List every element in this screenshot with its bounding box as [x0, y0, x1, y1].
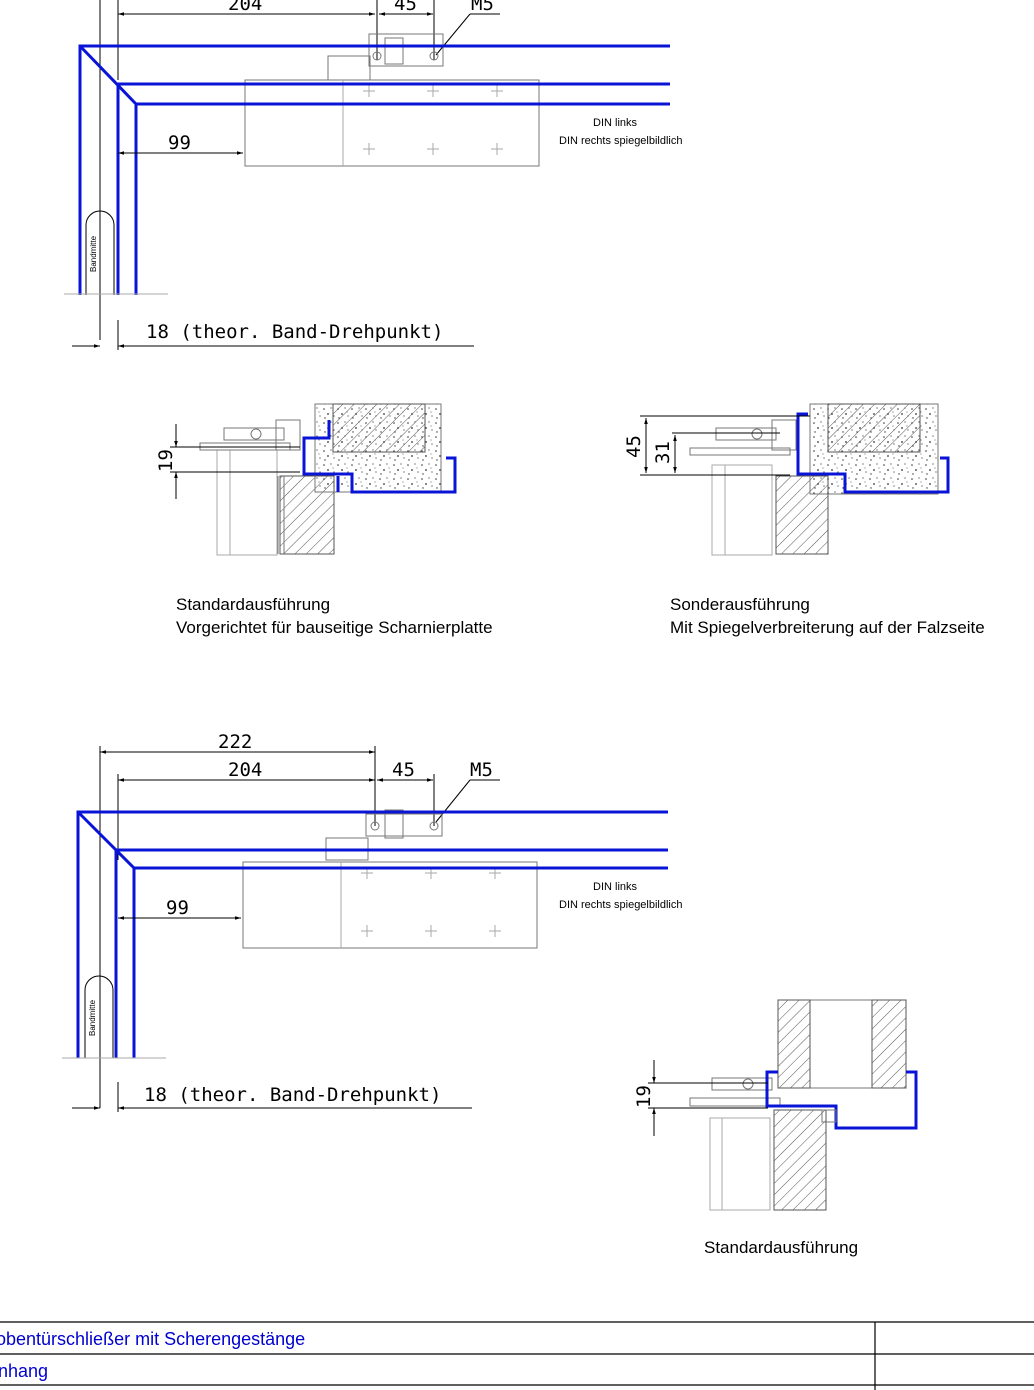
section-view-left: 19 Standardausführung Vorgerichtet für b…: [155, 403, 493, 637]
arm-bracket: [275, 419, 301, 451]
mounting-plate: [368, 33, 444, 67]
wall-section: [773, 1109, 827, 1211]
title-row2: nhang: [0, 1361, 48, 1381]
arm-pin: [742, 1078, 754, 1090]
dim-99-label: 99: [166, 897, 189, 919]
screw-hole: [429, 821, 439, 831]
thread-leader: [435, 13, 471, 56]
frame-miter-line: [78, 44, 138, 106]
closer-body: [242, 861, 538, 949]
hinge-outline: [84, 975, 114, 1058]
mounting-plate: [365, 813, 443, 837]
screw-hole: [429, 51, 439, 61]
arm-pin: [751, 428, 763, 440]
arm-pin: [250, 428, 262, 440]
closer-body: [244, 79, 540, 167]
arm-head: [715, 427, 777, 441]
dim-222-label: 222: [218, 731, 252, 753]
dim-45-label: 45: [623, 435, 645, 458]
seal: [821, 1109, 837, 1123]
arm-pivot: [384, 809, 404, 839]
dim-99-label: 99: [168, 132, 191, 154]
dim-45-label: 45: [394, 0, 417, 15]
dim-19-label: 19: [633, 1085, 655, 1108]
caption-standard-sub: Vorgerichtet für bauseitige Scharnierpla…: [176, 618, 493, 637]
hinge-outline: [85, 210, 115, 295]
mount-marks: [363, 85, 503, 155]
dim-204-label: 204: [228, 759, 262, 781]
closer-body-section: [711, 464, 773, 556]
thread-label: M5: [471, 0, 494, 15]
frame-profile: [796, 412, 950, 494]
title-block: obentürschließer mit Scherengestänge nha…: [0, 1321, 1034, 1390]
thread-leader: [435, 779, 471, 823]
din-rechts-label: DIN rechts spiegelbildlich: [559, 135, 683, 147]
section-view-right: 45 31 Sonderausführung Mit Spiegelverbre…: [623, 403, 985, 637]
mount-marks: [361, 867, 501, 937]
caption-sonder-sub: Mit Spiegelverbreiterung auf der Falzsei…: [670, 618, 985, 637]
door-core: [827, 403, 921, 453]
arm-bracket: [771, 419, 797, 451]
din-links-label: DIN links: [593, 117, 638, 129]
arm-body: [327, 55, 371, 81]
arm-head: [223, 427, 285, 441]
dim-45-label: 45: [392, 759, 415, 781]
bandmitte-label: Bandmitte: [88, 999, 97, 1036]
caption-sonder: Sonderausführung: [670, 595, 810, 614]
plan-view-top: 204 45 M5 99: [64, 0, 683, 350]
frame-profile: [302, 420, 457, 494]
door-side-right: [871, 999, 907, 1089]
bandmitte-label: Bandmitte: [89, 235, 98, 272]
screw-hole: [372, 51, 382, 61]
section-view-bottom: 19 Standardausführung: [633, 999, 918, 1257]
caption-standard: Standardausführung: [176, 595, 330, 614]
caption-standard-bottom: Standardausführung: [704, 1238, 858, 1257]
dim-204-label: 204: [228, 0, 262, 15]
arm-section: [689, 447, 791, 456]
screw-hole: [370, 821, 380, 831]
closer-body-section: [216, 449, 278, 556]
frame-middle-line: [116, 82, 670, 295]
frame-inner-line: [132, 866, 668, 1058]
arm-pivot: [384, 37, 404, 65]
thread-label: M5: [470, 759, 493, 781]
din-rechts-label: DIN rechts spiegelbildlich: [559, 899, 683, 911]
pivot-label: 18 (theor. Band-Drehpunkt): [144, 1084, 441, 1106]
din-links-label: DIN links: [593, 881, 638, 893]
plan-view-bottom: 222 204 45 M5 99 DIN li: [62, 731, 683, 1112]
frame-miter-line: [76, 810, 136, 870]
door-side-left: [777, 999, 811, 1089]
dim-31-label: 31: [652, 441, 674, 464]
arm-section: [689, 1097, 781, 1107]
closer-body-section: [709, 1117, 771, 1211]
frame-middle-line: [114, 848, 668, 1058]
door-core: [332, 403, 426, 453]
frame-inner-line: [134, 102, 670, 295]
arm-head: [711, 1077, 773, 1091]
dim-19-label: 19: [155, 449, 177, 472]
pivot-label: 18 (theor. Band-Drehpunkt): [146, 321, 443, 343]
title-row1: obentürschließer mit Scherengestänge: [0, 1329, 305, 1349]
